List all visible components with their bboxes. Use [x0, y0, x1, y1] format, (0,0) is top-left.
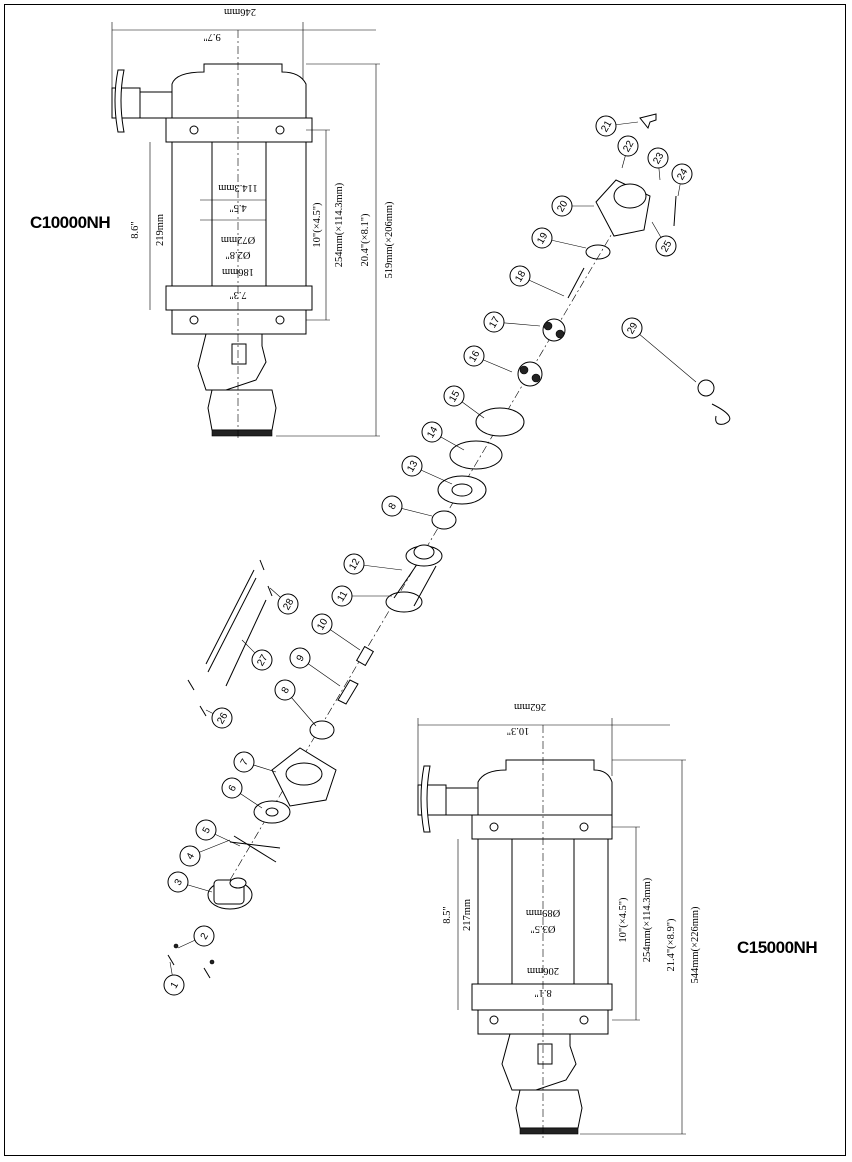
callout-number: 21	[599, 119, 614, 135]
callout-number: 25	[659, 239, 674, 255]
part-1-bolts	[167, 954, 211, 979]
top-overall-mm: 519mm(×206mm)	[384, 201, 395, 279]
top-inner-mm: 186mm	[222, 266, 254, 277]
callout-balloon	[443, 385, 465, 407]
callout-number: 4	[185, 851, 198, 862]
bottom-width-mm: 262mm	[514, 701, 546, 712]
bottom-drum-len-in: 8.5"	[442, 906, 453, 923]
callout-number: 12	[347, 557, 362, 573]
top-overall-in: 20.4"(×8.1")	[360, 213, 371, 266]
top-drum-len-in: 8.6"	[130, 221, 141, 238]
exploded-parts	[167, 113, 731, 979]
callout-balloon	[274, 679, 296, 701]
callout-number: 15	[447, 389, 462, 405]
bottom-dia-mm: Ø89mm	[526, 907, 560, 918]
bottom-dia-in: Ø3.5"	[531, 923, 556, 934]
callout-balloon	[311, 613, 333, 635]
callout-balloon	[531, 227, 553, 249]
callout-balloon	[195, 819, 217, 841]
callout-balloon	[621, 317, 643, 339]
callout-number: 18	[513, 269, 528, 285]
callout-number: 8	[280, 685, 293, 696]
top-gap-mm: 114.3mm	[218, 182, 258, 193]
model-label-c15000nh: C15000NH	[737, 938, 818, 957]
callout-number: 23	[651, 151, 666, 167]
callout-balloon	[211, 707, 233, 729]
callout-balloon	[221, 777, 243, 799]
callout-leader	[631, 327, 697, 383]
callout-number: 27	[255, 653, 270, 669]
callout-balloon	[381, 495, 403, 517]
callout-balloon	[251, 649, 273, 671]
bottom-winch-drawing: 262mm 10.3" 8.5" 217mm Ø89mm Ø3.5" 206mm…	[417, 701, 701, 1138]
part-callouts: 1234567891011128131415161718192021222324…	[163, 115, 697, 996]
callout-balloon	[167, 871, 189, 893]
callout-number: 22	[621, 139, 636, 155]
top-dia-mm: Ø72mm	[221, 234, 255, 245]
callout-number: 14	[425, 425, 440, 441]
callout-balloon	[193, 925, 215, 947]
callout-number: 3	[173, 877, 186, 888]
callout-balloon	[401, 455, 423, 477]
part-22-end-housing	[595, 179, 651, 237]
callout-balloon	[671, 163, 693, 185]
part-7-housing	[271, 747, 337, 807]
callout-balloon	[595, 115, 617, 137]
part-11-drum	[385, 545, 443, 613]
callout-balloon	[179, 845, 201, 867]
bottom-overall-in: 21.4"(×8.9")	[666, 918, 677, 971]
bottom-inner-in: 8.1"	[534, 987, 551, 998]
bottom-overall-mm: 544mm(×226mm)	[690, 906, 701, 984]
top-winch-drawing: 246mm 9.7" 8.6" 219mm 114.3mm 4.	[111, 6, 395, 440]
top-drum-len-mm: 219mm	[155, 214, 166, 246]
callout-balloon	[331, 585, 353, 607]
callout-number: 26	[215, 711, 230, 727]
top-width-mm: 246mm	[224, 6, 256, 17]
callout-balloon	[617, 135, 639, 157]
top-bolt-in: 10"(×4.5")	[312, 202, 323, 248]
callout-balloon	[483, 311, 505, 333]
callout-number: 28	[281, 597, 296, 613]
bottom-inner-mm: 206mm	[527, 965, 559, 976]
callout-number: 17	[487, 315, 502, 331]
bottom-bolt-in: 10"(×4.5")	[618, 897, 629, 943]
callout-number: 1	[169, 980, 182, 991]
callout-balloon	[463, 345, 485, 367]
callout-balloon	[551, 195, 573, 217]
callout-number: 16	[467, 349, 482, 365]
callout-balloon	[163, 974, 185, 996]
callout-number: 13	[405, 459, 420, 475]
bottom-width-in: 10.3"	[507, 725, 530, 736]
drawing-frame	[4, 4, 846, 1156]
callout-number: 6	[227, 783, 240, 794]
callout-number: 9	[295, 653, 308, 664]
bottom-drum-len-mm: 217mm	[462, 899, 473, 931]
top-dia-in: Ø2.8"	[226, 249, 251, 260]
callout-number: 2	[199, 931, 212, 942]
callout-number: 10	[315, 617, 330, 633]
callout-number: 19	[535, 231, 550, 247]
callout-balloon	[421, 421, 443, 443]
top-inner-in: 7.3"	[229, 289, 246, 300]
top-bolt-mm: 254mm(×114.3mm)	[334, 182, 345, 267]
callout-balloon	[509, 265, 531, 287]
top-width-in: 9.7"	[203, 31, 220, 42]
part-3-motor	[207, 877, 253, 910]
callout-balloon	[655, 235, 677, 257]
callout-balloon	[343, 553, 365, 575]
callout-balloon	[289, 647, 311, 669]
callout-balloon	[233, 751, 255, 773]
top-gap-in: 4.5"	[229, 202, 246, 213]
callout-number: 7	[239, 757, 252, 768]
model-label-c10000nh: C10000NH	[30, 213, 111, 232]
callout-number: 8	[387, 501, 400, 512]
bottom-bolt-mm: 254mm(×114.3mm)	[642, 877, 653, 962]
callout-number: 24	[675, 167, 690, 183]
callout-number: 20	[555, 199, 570, 215]
callout-number: 5	[201, 825, 214, 836]
callout-number: 29	[625, 321, 640, 337]
callout-balloon	[647, 147, 669, 169]
callout-balloon	[277, 593, 299, 615]
